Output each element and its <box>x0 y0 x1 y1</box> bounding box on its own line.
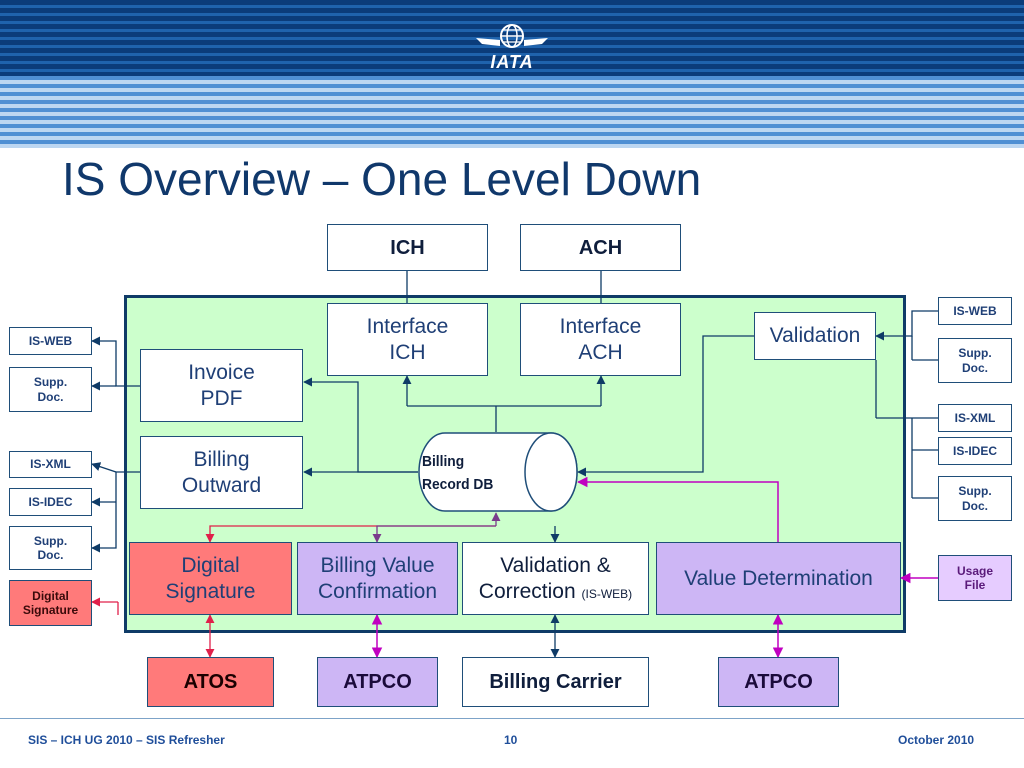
invoice-pdf-box: Invoice PDF <box>140 349 303 422</box>
validation-label: Validation <box>769 324 861 348</box>
billing-outward-line1: Billing <box>193 448 250 472</box>
digital-signature-line1: Digital <box>181 554 240 578</box>
right-is-xml-label: IS-XML <box>954 410 996 425</box>
interface-ich-line2: ICH <box>389 340 426 364</box>
left-is-xml-label: IS-XML <box>30 457 71 472</box>
right-is-idec-box: IS-IDEC <box>938 437 1012 465</box>
ach-box: ACH <box>520 224 681 271</box>
left-digital-signature-line1: Digital <box>32 588 69 603</box>
validation-correction-sub: (IS-WEB) <box>581 586 633 601</box>
billing-carrier-label: Billing Carrier <box>489 671 622 693</box>
ich-box: ICH <box>327 224 488 271</box>
right-usage-file-line2: File <box>964 578 986 592</box>
ich-label: ICH <box>390 236 425 259</box>
footer-left-text: SIS – ICH UG 2010 – SIS Refresher <box>28 733 225 747</box>
left-is-web-label: IS-WEB <box>28 333 73 348</box>
value-determination-box: Value Determination <box>656 542 901 615</box>
left-supp-doc-1-line2: Doc. <box>37 389 64 404</box>
right-is-web-box: IS-WEB <box>938 297 1012 325</box>
iata-globe-icon <box>476 24 548 48</box>
interface-ach-line1: Interface <box>559 315 642 339</box>
atpco-1-box: ATPCO <box>317 657 438 707</box>
billing-carrier-box: Billing Carrier <box>462 657 649 707</box>
atpco-2-label: ATPCO <box>744 671 813 693</box>
left-is-web-box: IS-WEB <box>9 327 92 355</box>
footer-page-number: 10 <box>504 733 518 747</box>
atos-box: ATOS <box>147 657 274 707</box>
billing-record-db-line2: Record DB <box>422 476 494 494</box>
validation-correction-line2: Correction <box>478 579 576 603</box>
interface-ich-box: Interface ICH <box>327 303 488 376</box>
right-supp-doc-2-line2: Doc. <box>961 498 988 513</box>
iata-logo-text: IATA <box>490 52 534 72</box>
right-is-web-label: IS-WEB <box>953 303 997 318</box>
digital-signature-box: Digital Signature <box>129 542 292 615</box>
right-usage-file-line1: Usage <box>956 563 994 578</box>
validation-correction-box: Validation & Correction (IS-WEB) <box>462 542 649 615</box>
left-digital-signature-line2: Signature <box>22 603 79 617</box>
right-supp-doc-2-line1: Supp. <box>958 484 992 499</box>
interface-ach-box: Interface ACH <box>520 303 681 376</box>
left-is-xml-box: IS-XML <box>9 451 92 478</box>
billing-value-confirmation-line1: Billing Value <box>320 554 435 578</box>
footer-date: October 2010 <box>898 733 975 747</box>
right-supp-doc-1-line2: Doc. <box>961 360 988 375</box>
right-is-xml-box: IS-XML <box>938 404 1012 432</box>
billing-outward-box: Billing Outward <box>140 436 303 509</box>
value-determination-label: Value Determination <box>684 566 873 590</box>
left-supp-doc-2-line1: Supp. <box>33 533 68 548</box>
billing-record-db-label: Billing Record DB <box>422 450 514 497</box>
database-cylinder-icon <box>418 432 578 512</box>
left-supp-doc-2-box: Supp. Doc. <box>9 526 92 570</box>
left-supp-doc-2-line2: Doc. <box>37 548 64 562</box>
left-digital-signature-box: Digital Signature <box>9 580 92 626</box>
header-fade <box>0 76 1024 148</box>
right-supp-doc-1-box: Supp. Doc. <box>938 338 1012 383</box>
validation-box: Validation <box>754 312 876 360</box>
validation-correction-line1: Validation & <box>500 554 611 578</box>
atpco-2-box: ATPCO <box>718 657 839 707</box>
left-is-idec-box: IS-IDEC <box>9 488 92 516</box>
billing-record-db-line1: Billing <box>422 453 465 470</box>
invoice-pdf-line1: Invoice <box>188 361 255 385</box>
atos-label: ATOS <box>183 671 238 693</box>
validation-correction-line2-wrap: Correction (IS-WEB) <box>479 579 632 604</box>
interface-ach-line2: ACH <box>578 340 623 364</box>
left-is-idec-label: IS-IDEC <box>28 494 73 509</box>
right-supp-doc-1-line1: Supp. <box>958 346 992 361</box>
page-title: IS Overview – One Level Down <box>62 153 702 205</box>
billing-value-confirmation-line2: Confirmation <box>317 579 438 603</box>
digital-signature-line2: Signature <box>165 579 256 603</box>
footer-divider <box>0 718 1024 719</box>
left-supp-doc-1-line1: Supp. <box>33 375 68 390</box>
interface-ich-line1: Interface <box>366 315 449 339</box>
right-supp-doc-2-box: Supp. Doc. <box>938 476 1012 521</box>
billing-outward-line2: Outward <box>181 473 262 497</box>
atpco-1-label: ATPCO <box>343 671 412 693</box>
right-is-idec-label: IS-IDEC <box>952 443 997 458</box>
billing-value-confirmation-box: Billing Value Confirmation <box>297 542 458 615</box>
left-supp-doc-1-box: Supp. Doc. <box>9 367 92 412</box>
invoice-pdf-line2: PDF <box>200 386 243 410</box>
right-usage-file-box: Usage File <box>938 555 1012 601</box>
ach-label: ACH <box>578 236 623 259</box>
